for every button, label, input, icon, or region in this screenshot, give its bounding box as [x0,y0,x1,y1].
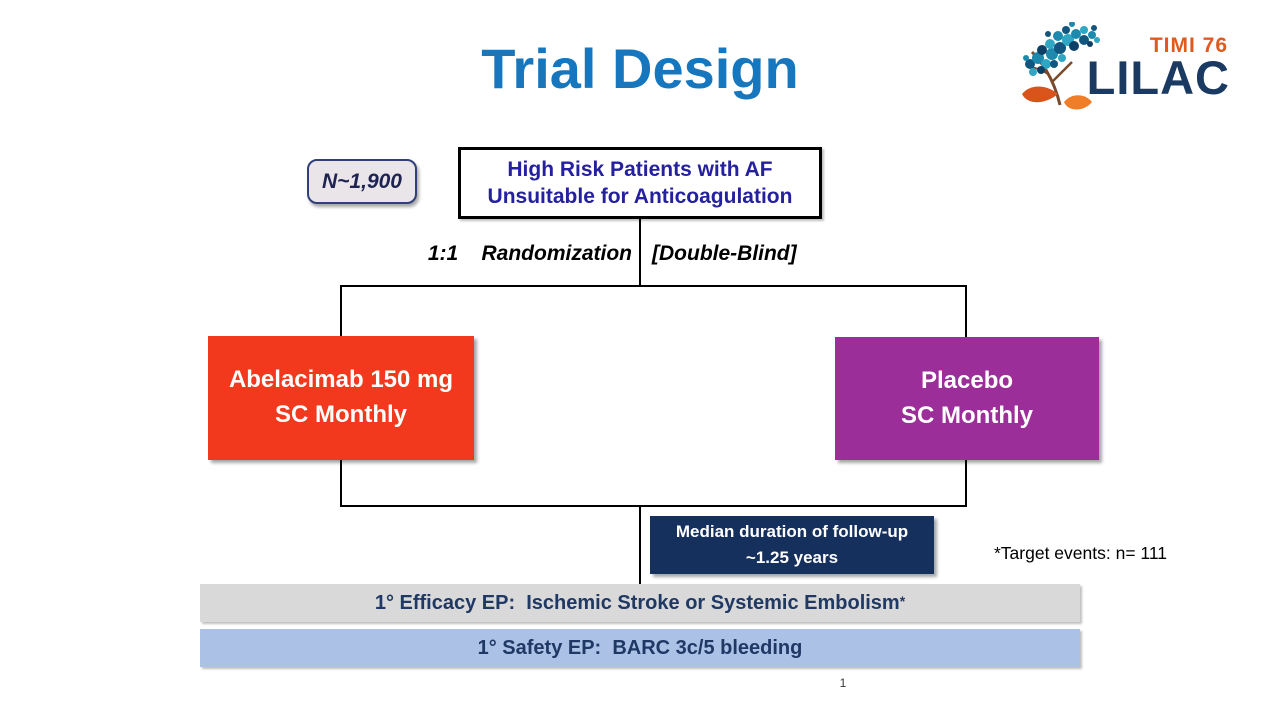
arm-abelacimab-line2: SC Monthly [275,401,407,428]
population-box: High Risk Patients with AF Unsuitable fo… [458,147,822,219]
lilac-wordmark: LILAC [1086,51,1230,104]
arm-placebo-line2: SC Monthly [901,401,1033,429]
connector-left-down [340,285,342,337]
arm-abelacimab-line1: Abelacimab 150 mg [228,366,454,394]
population-line2: Unsuitable for Anticoagulation [487,185,793,208]
arm-box-placebo: Placebo SC Monthly [835,337,1099,460]
connector-right-down [965,285,967,338]
target-events-footnote: *Target events: n= 111 [994,543,1168,563]
lilac-flower-icon [1022,22,1100,110]
connector-left-merge [340,459,342,507]
efficacy-endpoint-label: 1° Efficacy EP: Ischemic Stroke or Syste… [374,591,900,614]
timi-trial-number: TIMI 76 [1149,34,1228,57]
arm-placebo-line1: Placebo [920,366,1014,394]
page-number: 1 [839,676,847,690]
page-title: Trial Design [481,37,799,100]
followup-duration-box: Median duration of follow-up ~1.25 years [650,516,934,574]
enrollment-badge: N~1,900 [307,159,417,204]
followup-line1: Median duration of follow-up [675,521,909,541]
population-line1: High Risk Patients with AF [507,157,773,181]
randomization-label: 1:1 Randomization [427,242,632,265]
safety-endpoint-bar: 1° Safety EP: BARC 3c/5 bleeding [200,629,1080,667]
double-blind-label: [Double-Blind] [652,242,797,265]
connector-population-down [639,219,641,287]
efficacy-endpoint-bar: 1° Efficacy EP: Ischemic Stroke or Syste… [200,584,1080,622]
efficacy-endpoint-asterisk: * [899,593,906,609]
followup-line2: ~1.25 years [745,548,839,567]
arm-box-abelacimab: Abelacimab 150 mg SC Monthly [208,336,474,460]
connector-center-down [639,505,641,585]
connector-branch-top [340,285,967,287]
connector-branch-bottom [340,505,967,507]
safety-endpoint-label: 1° Safety EP: BARC 3c/5 bleeding [477,636,803,659]
connector-right-merge [965,459,967,507]
lilac-trial-logo: TIMI 76 LILAC [1000,20,1250,115]
